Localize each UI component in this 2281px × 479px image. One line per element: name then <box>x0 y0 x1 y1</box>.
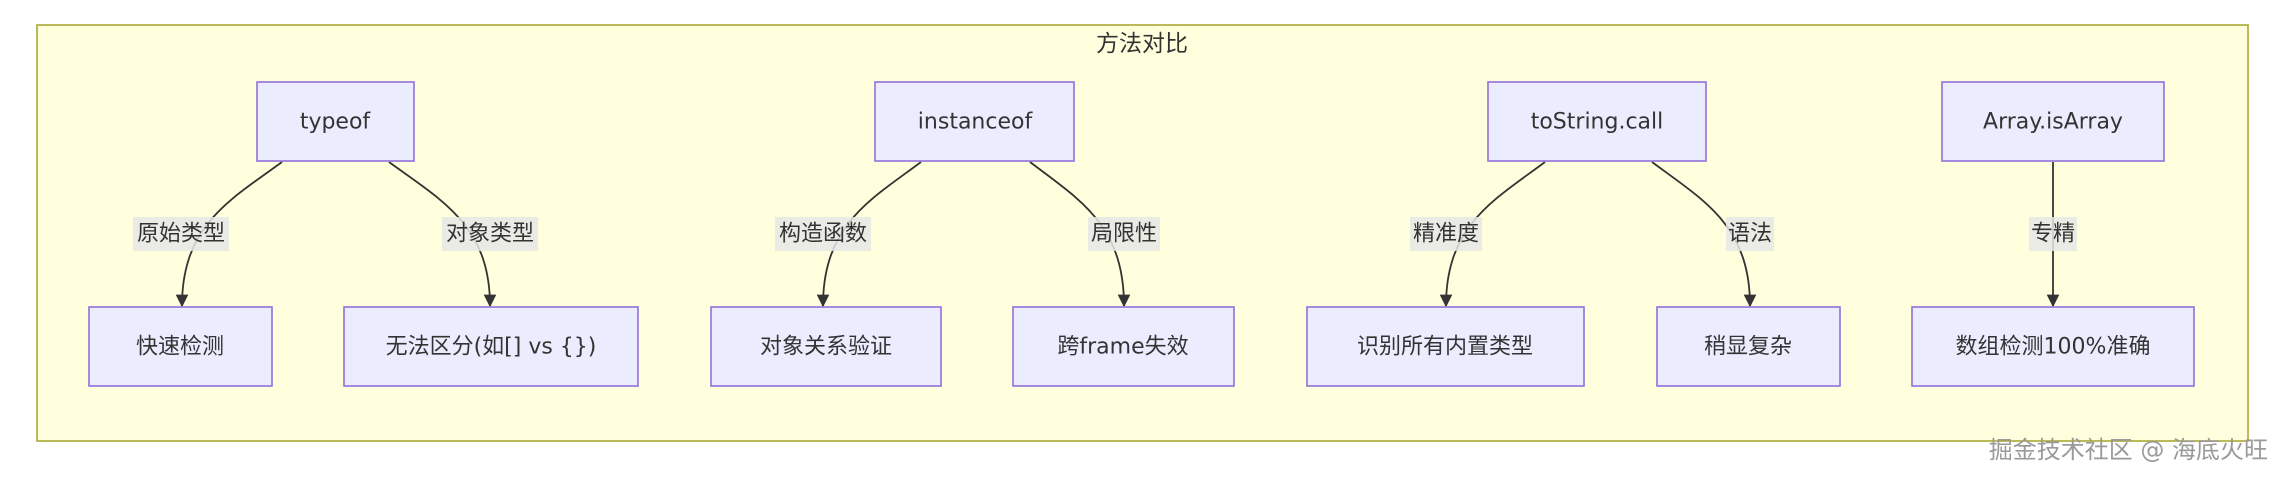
node-object-relation: 对象关系验证 <box>710 306 942 387</box>
svg-text:专精: 专精 <box>2031 222 2075 247</box>
svg-text:原始类型: 原始类型 <box>137 222 225 247</box>
node-array-accurate: 数组检测100%准确 <box>1911 306 2195 387</box>
svg-text:Array.isArray: Array.isArray <box>1983 110 2123 135</box>
svg-text:无法区分(如[] vs {}): 无法区分(如[] vs {}) <box>386 335 597 360</box>
edge-label-object-type: 对象类型 <box>442 217 538 251</box>
svg-text:toString.call: toString.call <box>1531 110 1664 135</box>
svg-text:对象关系验证: 对象关系验证 <box>760 335 892 360</box>
bottom-nodes: 快速检测 无法区分(如[] vs {}) 对象关系验证 跨frame失效 识别所… <box>88 306 2195 387</box>
node-cross-frame: 跨frame失效 <box>1012 306 1235 387</box>
node-cannot-distinguish: 无法区分(如[] vs {}) <box>343 306 639 387</box>
edge-label-syntax: 语法 <box>1726 217 1774 251</box>
cluster-title: 方法对比 <box>1096 31 1188 57</box>
svg-text:构造函数: 构造函数 <box>779 222 867 247</box>
svg-text:识别所有内置类型: 识别所有内置类型 <box>1357 335 1533 360</box>
node-quick-detect: 快速检测 <box>88 306 273 387</box>
edge-label-constructor: 构造函数 <box>775 217 871 251</box>
node-complex: 稍显复杂 <box>1656 306 1841 387</box>
edge-labels: 原始类型 对象类型 构造函数 局限性 精准度 语法 专精 <box>133 217 2077 251</box>
edge-tostring-complex <box>1651 161 1757 308</box>
edge-label-precision: 精准度 <box>1410 217 1482 251</box>
node-array-isarray: Array.isArray <box>1941 81 2165 162</box>
edge-label-limitation: 局限性 <box>1088 217 1160 251</box>
top-nodes: typeof instanceof toString.call Array.is… <box>256 81 2165 162</box>
node-identify-all: 识别所有内置类型 <box>1306 306 1585 387</box>
svg-text:对象类型: 对象类型 <box>446 222 534 247</box>
svg-text:instanceof: instanceof <box>918 110 1034 135</box>
svg-text:稍显复杂: 稍显复杂 <box>1704 335 1792 360</box>
node-typeof: typeof <box>256 81 415 162</box>
svg-text:快速检测: 快速检测 <box>136 335 224 360</box>
edge-label-dedicated: 专精 <box>2029 217 2077 251</box>
svg-text:精准度: 精准度 <box>1413 222 1479 247</box>
svg-text:语法: 语法 <box>1728 222 1772 247</box>
edge-label-primitive: 原始类型 <box>133 217 229 251</box>
svg-text:局限性: 局限性 <box>1091 222 1157 247</box>
node-instanceof: instanceof <box>874 81 1075 162</box>
svg-text:typeof: typeof <box>300 110 372 135</box>
watermark: 掘金技术社区 @ 海底火旺 <box>1989 436 2268 464</box>
svg-text:数组检测100%准确: 数组检测100%准确 <box>1956 335 2151 360</box>
node-tostring-call: toString.call <box>1487 81 1707 162</box>
svg-text:跨frame失效: 跨frame失效 <box>1057 335 1188 360</box>
